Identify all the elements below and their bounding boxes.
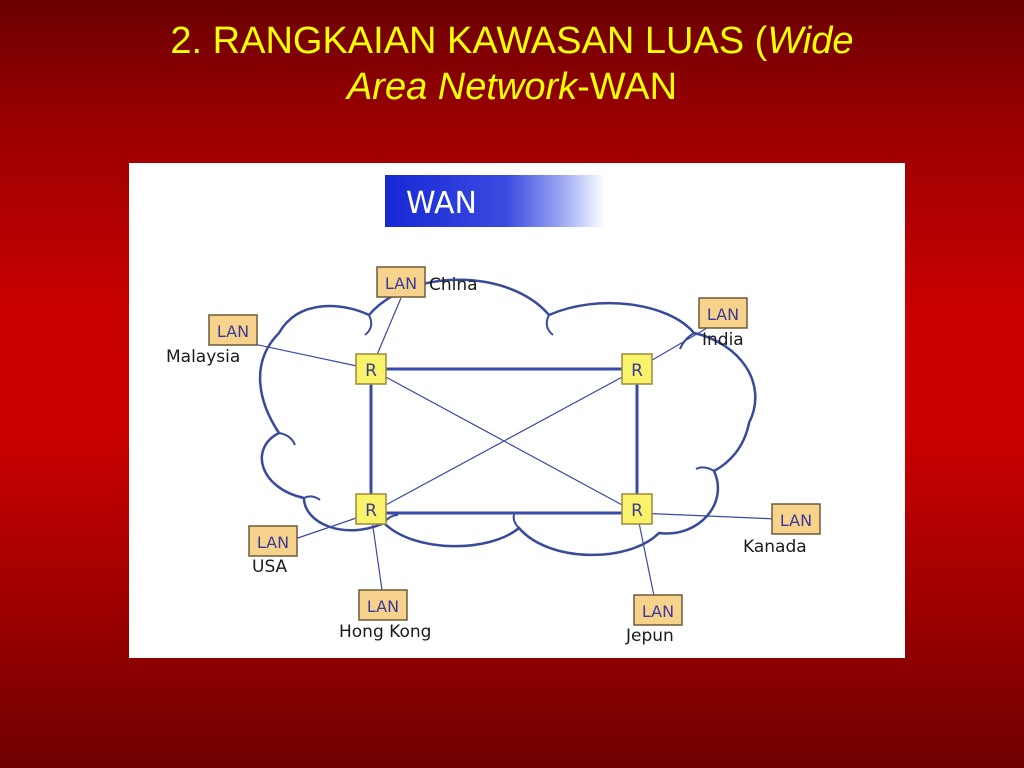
diagonal-links (370, 368, 638, 514)
lan-label: LAN (257, 533, 289, 552)
lan-kanada: LAN (771, 503, 821, 535)
slide-title: 2. RANGKAIAN KAWASAN LUAS (Wide Area Net… (0, 18, 1024, 110)
lan-usa: LAN (248, 525, 298, 557)
lan-jepun: LAN (633, 594, 683, 626)
lan-hong-kong: LAN (358, 589, 408, 621)
lan-label: LAN (367, 597, 399, 616)
title-italic-area-network: Area Network (346, 66, 578, 108)
location-usa: USA (252, 557, 288, 577)
title-suffix: -WAN (577, 66, 678, 108)
title-line-1: 2. RANGKAIAN KAWASAN LUAS (Wide (0, 18, 1024, 64)
lan-label: LAN (217, 322, 249, 341)
router-bottom-left: R (355, 493, 387, 525)
lan-label: LAN (707, 305, 739, 324)
router-label: R (365, 501, 377, 521)
wan-diagram: WAN (166, 175, 821, 646)
location-china: China (429, 275, 478, 295)
title-italic-wide: Wide (767, 20, 854, 62)
router-label: R (631, 361, 643, 381)
location-malaysia: Malaysia (166, 347, 240, 367)
router-top-left: R (355, 353, 387, 385)
lan-india: LAN (698, 297, 748, 329)
access-links (248, 297, 778, 597)
lan-malaysia: LAN (208, 314, 258, 346)
router-label: R (365, 361, 377, 381)
wan-diagram-panel: WAN (129, 163, 905, 658)
wan-banner: WAN (385, 175, 605, 227)
lan-china: LAN (376, 266, 426, 298)
router-label: R (631, 501, 643, 521)
lan-label: LAN (385, 274, 417, 293)
lan-label: LAN (780, 511, 812, 530)
router-bottom-right: R (621, 493, 653, 525)
location-kanada: Kanada (743, 537, 807, 557)
location-jepun: Jepun (625, 626, 674, 646)
title-prefix: 2. RANGKAIAN KAWASAN LUAS ( (170, 20, 768, 62)
location-india: India (702, 330, 744, 350)
backbone-links (369, 367, 639, 515)
lan-label: LAN (642, 602, 674, 621)
cloud-ticks (278, 314, 715, 529)
router-top-right: R (621, 353, 653, 385)
location-hong-kong: Hong Kong (339, 622, 431, 642)
wan-banner-label: WAN (406, 186, 477, 221)
title-line-2: Area Network-WAN (0, 64, 1024, 110)
